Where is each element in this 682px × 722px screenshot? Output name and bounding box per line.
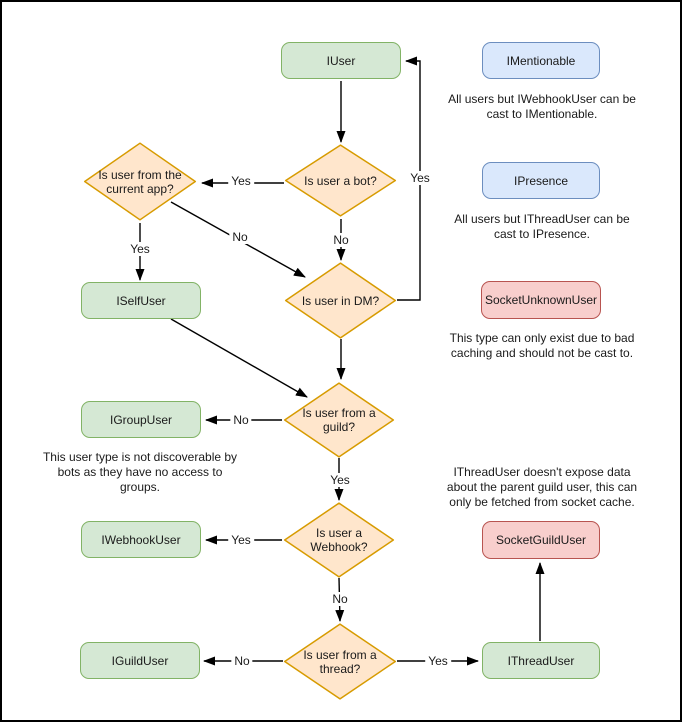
node-igroupuser: IGroupUser	[81, 401, 201, 438]
node-iuser-label: IUser	[326, 53, 356, 68]
edge-label-thread-to-ithread: Yes	[425, 654, 451, 668]
decision-is-user-a-bot-label: Is user a bot?	[304, 173, 377, 188]
edge-label-webhook-to-thread: No	[329, 592, 351, 606]
node-socket-guild-user-label: SocketGuildUser	[495, 533, 587, 547]
node-iuser: IUser	[281, 42, 401, 79]
decision-from-current-app: Is user from the current app?	[83, 142, 197, 221]
decision-in-dm-label: Is user in DM?	[301, 293, 380, 308]
note-socket-unknown-user: This type can only exist due to bad cach…	[449, 331, 635, 360]
note-imentionable: All users but IWebhookUser can be cast t…	[448, 92, 636, 121]
edge-label-webhook-to-iwebhook: Yes	[228, 533, 254, 547]
node-socket-guild-user: SocketGuildUser	[482, 521, 600, 559]
edge-label-dm-to-iuser: Yes	[407, 171, 433, 185]
diamond-shape	[283, 382, 395, 458]
edge-label-bot-to-dm: No	[330, 233, 352, 247]
note-ithreaduser: IThreadUser doesn't expose data about th…	[446, 465, 638, 509]
decision-is-webhook: Is user a Webhook?	[283, 502, 395, 578]
decision-from-thread: Is user from a thread?	[283, 623, 397, 700]
node-iwebhookuser: IWebhookUser	[81, 521, 201, 558]
diamond-shape	[283, 502, 395, 578]
edge-label-current-app-to-self: Yes	[127, 242, 153, 256]
decision-from-thread-label: Is user from a thread?	[303, 647, 377, 676]
edge-label-guild-to-group: No	[230, 413, 252, 427]
diamond-shape	[284, 262, 397, 339]
decision-is-webhook-label: Is user a Webhook?	[310, 526, 368, 554]
note-ipresence: All users but IThreadUser can be cast to…	[454, 212, 630, 241]
decision-from-guild-label: Is user from a guild?	[302, 406, 376, 434]
node-iguilduser-label: IGuildUser	[111, 653, 169, 668]
decision-in-dm: Is user in DM?	[284, 262, 397, 339]
edge-label-current-app-to-dm: No	[229, 230, 251, 244]
edge-label-bot-to-current-app: Yes	[228, 174, 254, 188]
node-ithreaduser: IThreadUser	[482, 642, 600, 679]
node-igroupuser-label: IGroupUser	[109, 412, 173, 427]
node-iselfuser-label: ISelfUser	[116, 293, 166, 308]
node-socket-unknown-user: SocketUnknownUser	[481, 281, 601, 319]
decision-from-current-app-label: Is user from the current app?	[98, 167, 182, 196]
node-ithreaduser-label: IThreadUser	[507, 653, 575, 668]
edge-label-guild-to-webhook: Yes	[327, 473, 353, 487]
node-ipresence-label: IPresence	[513, 173, 569, 188]
diamond-shape	[83, 142, 197, 221]
node-socket-unknown-user-label: SocketUnknownUser	[484, 293, 598, 307]
node-ipresence: IPresence	[482, 162, 600, 199]
diamond-shape	[283, 623, 397, 700]
node-imentionable: IMentionable	[482, 42, 600, 79]
arrow-self-to-guild	[170, 318, 308, 398]
node-iselfuser: ISelfUser	[81, 282, 201, 319]
node-imentionable-label: IMentionable	[506, 53, 576, 68]
node-iguilduser: IGuildUser	[80, 642, 200, 679]
node-iwebhookuser-label: IWebhookUser	[101, 532, 181, 547]
diamond-shape	[284, 144, 397, 217]
decision-from-guild: Is user from a guild?	[283, 382, 395, 458]
edge-label-thread-to-iguild: No	[231, 654, 253, 668]
note-igroupuser: This user type is not discoverable by bo…	[42, 450, 238, 494]
decision-is-user-a-bot: Is user a bot?	[284, 144, 397, 217]
